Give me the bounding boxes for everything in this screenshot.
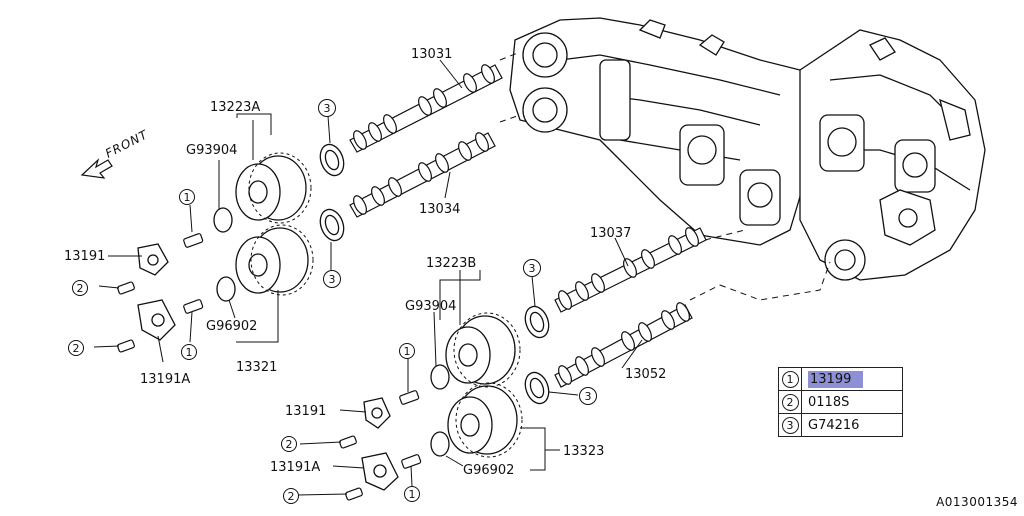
legend-code[interactable]: 0118S [808, 394, 850, 410]
document-id: A013001354 [936, 495, 1018, 509]
label-13323: 13323 [563, 444, 604, 459]
legend-number: 3 [781, 416, 799, 434]
label-13191-a: 13191 [64, 249, 105, 264]
label-13321: 13321 [236, 360, 277, 375]
callout-3: 3 [585, 390, 592, 403]
bolts [117, 233, 422, 501]
sprocket-teeth [248, 152, 523, 458]
callouts [68, 99, 597, 504]
label-13052: 13052 [625, 367, 666, 382]
callout-3: 3 [324, 102, 331, 115]
label-13191a-a: 13191A [140, 372, 190, 387]
label-13223a: 13223A [210, 100, 260, 115]
label-g93904-b: G93904 [405, 299, 456, 314]
label-13191a-b: 13191A [270, 460, 320, 475]
label-13034: 13034 [419, 202, 460, 217]
callout-2: 2 [77, 282, 84, 295]
label-13191-b: 13191 [285, 404, 326, 419]
camshaft-13052 [554, 300, 693, 388]
label-13223b: 13223B [426, 256, 476, 271]
front-label: FRONT [103, 127, 151, 161]
label-13031: 13031 [411, 47, 452, 62]
label-g96902-a: G96902 [206, 319, 257, 334]
callout-2: 2 [288, 490, 295, 503]
sprockets [235, 155, 518, 455]
legend-number: 1 [781, 370, 799, 388]
legend-row: 2 0118S [778, 390, 903, 414]
callout-1: 1 [409, 488, 416, 501]
alignment-lines [499, 51, 831, 301]
callout-1: 1 [184, 191, 191, 204]
o-rings [213, 207, 450, 457]
oil-seals [319, 143, 550, 405]
camshaft-13034 [349, 130, 496, 218]
callout-3: 3 [529, 262, 536, 275]
legend-number: 2 [781, 393, 799, 411]
legend-table: 1 13199 2 0118S 3 G74216 [778, 367, 903, 437]
callout-1: 1 [186, 346, 193, 359]
legend-row: 3 G74216 [778, 413, 903, 437]
part-labels: 13031 13034 13037 13052 13223A 13223B G9… [64, 47, 666, 478]
camshaft-13031 [349, 62, 503, 153]
legend-row: 1 13199 [778, 367, 903, 391]
callout-1: 1 [404, 345, 411, 358]
legend-code-highlighted[interactable]: 13199 [808, 370, 864, 388]
plates [137, 243, 399, 491]
camshaft-13037 [554, 225, 707, 313]
label-13037: 13037 [590, 226, 631, 241]
engine-cylinder-heads [509, 17, 986, 281]
label-g93904-a: G93904 [186, 143, 237, 158]
label-g96902-b: G96902 [463, 463, 514, 478]
callout-2: 2 [286, 438, 293, 451]
callout-numbers: 1 1 1 1 2 2 2 2 3 3 3 3 [73, 102, 592, 503]
legend-code[interactable]: G74216 [808, 417, 860, 433]
callout-3: 3 [329, 273, 336, 286]
leader-lines [93, 59, 643, 496]
front-arrow: FRONT [80, 127, 151, 179]
callout-2: 2 [73, 342, 80, 355]
